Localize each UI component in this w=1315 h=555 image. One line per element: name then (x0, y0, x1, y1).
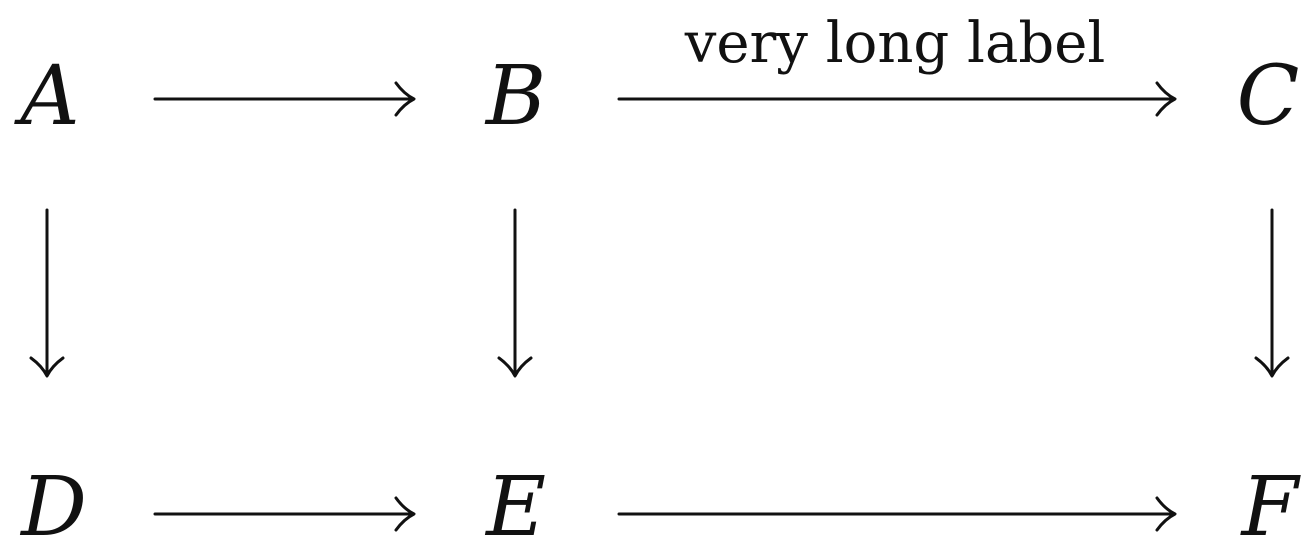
commutative-diagram: A B C D E F very long label (20, 11, 1300, 549)
arrow-a-to-b (153, 81, 416, 117)
diagram-arrows (29, 81, 1290, 532)
arrow-e-to-f (617, 496, 1177, 532)
arrow-b-to-e (497, 208, 533, 378)
node-b: B (485, 49, 547, 144)
node-c: C (1236, 49, 1300, 144)
edge-label-b-to-c: very long label (684, 11, 1106, 76)
arrow-b-to-c (617, 81, 1177, 117)
node-e: E (486, 460, 546, 555)
arrow-c-to-f (1254, 208, 1290, 378)
node-a: A (20, 49, 80, 144)
arrow-d-to-e (153, 496, 416, 532)
node-f: F (1241, 460, 1299, 555)
arrow-a-to-d (29, 208, 65, 378)
node-d: D (21, 460, 87, 555)
